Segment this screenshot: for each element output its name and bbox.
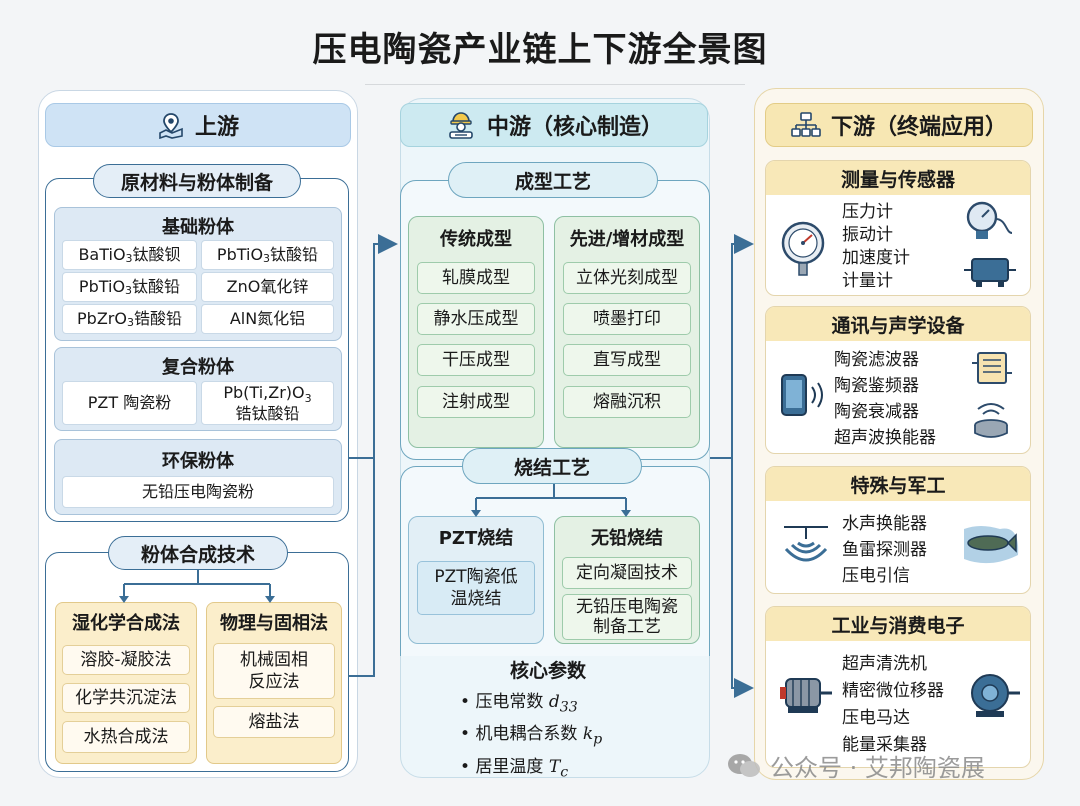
consumer-electronics-card: 工业与消费电子 超声清洗机 精密微位移器 压电马达 能量采集器	[765, 606, 1031, 768]
process-cell: 注射成型	[417, 386, 535, 418]
powder-cell: ZnO 氧化锌	[201, 272, 334, 302]
military-card-title: 特殊与军工	[766, 467, 1030, 501]
method-cell: 机械固相 反应法	[213, 643, 335, 699]
upstream-header-label: 上游	[194, 115, 239, 140]
sensor-card-title: 测量与传感器	[766, 161, 1030, 195]
traditional-forming-title: 传统成型	[440, 229, 512, 250]
physical-method-title: 物理与固相法	[220, 613, 328, 634]
wechat-icon	[728, 753, 760, 777]
param-item: • 压电常数 d33	[460, 692, 578, 716]
accelerometer-icon	[964, 258, 1016, 287]
process-cell: 轧膜成型	[417, 262, 535, 294]
core-params: 核心参数 • 压电常数 d33 • 机电耦合系数 kp • 居里温度 Tc	[460, 656, 680, 786]
process-cell: 定向凝固技术	[562, 557, 692, 589]
filter-chip-icon	[972, 352, 1012, 384]
advanced-forming-title: 先进/增材成型	[569, 229, 685, 250]
upstream-header: 上游	[45, 103, 351, 147]
pzt-low-temp-cell: PZT陶瓷低 温烧结	[417, 561, 535, 615]
motor-icon	[780, 678, 832, 713]
method-cell: 熔盐法	[213, 706, 335, 738]
downstream-header: 下游（终端应用）	[765, 103, 1033, 147]
lead-free-powder-cell: 无铅压电陶瓷粉	[62, 476, 334, 508]
watermark-text: 公众号 · 艾邦陶瓷展	[770, 754, 985, 782]
page-title: 压电陶瓷产业链上下游全景图	[312, 30, 768, 70]
ultrasonic-transducer-icon	[974, 403, 1008, 438]
sintering-title: 烧结工艺	[462, 448, 642, 484]
torpedo-icon	[964, 526, 1019, 564]
communication-card: 通讯与声学设备 陶瓷滤波器 陶瓷鉴频器 陶瓷衰减器 超声波换能器	[765, 306, 1031, 454]
eco-powder-title: 环保粉体	[162, 451, 234, 472]
sonar-icon	[784, 526, 828, 562]
midstream-header: 中游（核心制造）	[400, 103, 708, 147]
method-cell: 化学共沉淀法	[62, 683, 190, 713]
arrow-sintering-fork	[475, 484, 627, 512]
process-cell: 干压成型	[417, 344, 535, 376]
arrow-synthesis-fork	[123, 570, 271, 598]
gauge-sensor-icon	[966, 201, 1013, 239]
consumer-electronics-list: 超声清洗机 精密微位移器 压电马达 能量采集器	[842, 654, 944, 755]
process-cell: 无铅压电陶瓷 制备工艺	[562, 594, 692, 640]
communication-card-title: 通讯与声学设备	[766, 307, 1030, 341]
arrow-raw-to-mid	[349, 234, 398, 459]
communication-list: 陶瓷滤波器 陶瓷鉴频器 陶瓷衰减器 超声波换能器	[834, 350, 936, 448]
pzt-sintering-title: PZT烧结	[438, 528, 514, 549]
hierarchy-icon	[791, 112, 821, 137]
composite-powder-title: 复合粉体	[162, 357, 234, 378]
midstream-header-label: 中游（核心制造）	[486, 115, 663, 140]
forming-title: 成型工艺	[448, 162, 658, 198]
lead-free-sintering-title: 无铅烧结	[591, 528, 663, 549]
powder-cell: AlN 氮化铝	[201, 304, 334, 334]
process-cell: 立体光刻成型	[563, 262, 691, 294]
factory-worker-icon	[449, 112, 473, 139]
military-card: 特殊与军工 水声换能器 鱼雷探测器 压电引信	[765, 466, 1031, 594]
synthesis-title: 粉体合成技术	[108, 536, 288, 570]
wet-chemistry-title: 湿化学合成法	[72, 613, 180, 634]
watermark: 公众号 · 艾邦陶瓷展	[726, 748, 985, 783]
process-cell: 熔融沉积	[563, 386, 691, 418]
sensor-card: 测量与传感器 压力计 振动计 加速度计 计量计	[765, 160, 1031, 296]
piezo-motor-icon	[971, 674, 1020, 717]
map-pin-icon	[159, 113, 183, 139]
arrow-mid-to-sensor	[710, 234, 754, 459]
pbtizr-cell: Pb(Ti,Zr)O3 锆钛酸铅	[201, 381, 334, 425]
raw-materials-title: 原材料与粉体制备	[93, 164, 301, 198]
process-cell: 直写成型	[563, 344, 691, 376]
process-cell: 静水压成型	[417, 303, 535, 335]
param-item: • 居里温度 Tc	[460, 756, 569, 781]
basic-powder-title: 基础粉体	[162, 217, 234, 238]
military-list: 水声换能器 鱼雷探测器 压电引信	[842, 514, 927, 586]
method-cell: 水热合成法	[62, 721, 190, 753]
phone-signal-icon	[781, 374, 823, 416]
param-item: • 机电耦合系数 kp	[460, 724, 603, 748]
core-params-title: 核心参数	[510, 660, 587, 682]
title-divider	[365, 84, 745, 85]
process-cell: 喷墨打印	[563, 303, 691, 335]
method-cell: 溶胶-凝胶法	[62, 645, 190, 675]
pressure-gauge-icon	[781, 221, 825, 276]
downstream-header-label: 下游（终端应用）	[830, 115, 1007, 140]
consumer-electronics-card-title: 工业与消费电子	[766, 607, 1030, 641]
pzt-powder-cell: PZT 陶瓷粉	[62, 381, 197, 425]
arrow-mid-to-electronics	[731, 458, 754, 698]
sensor-list: 压力计 振动计 加速度计 计量计	[842, 202, 910, 291]
arrow-synthesis-to-mid	[349, 458, 375, 677]
